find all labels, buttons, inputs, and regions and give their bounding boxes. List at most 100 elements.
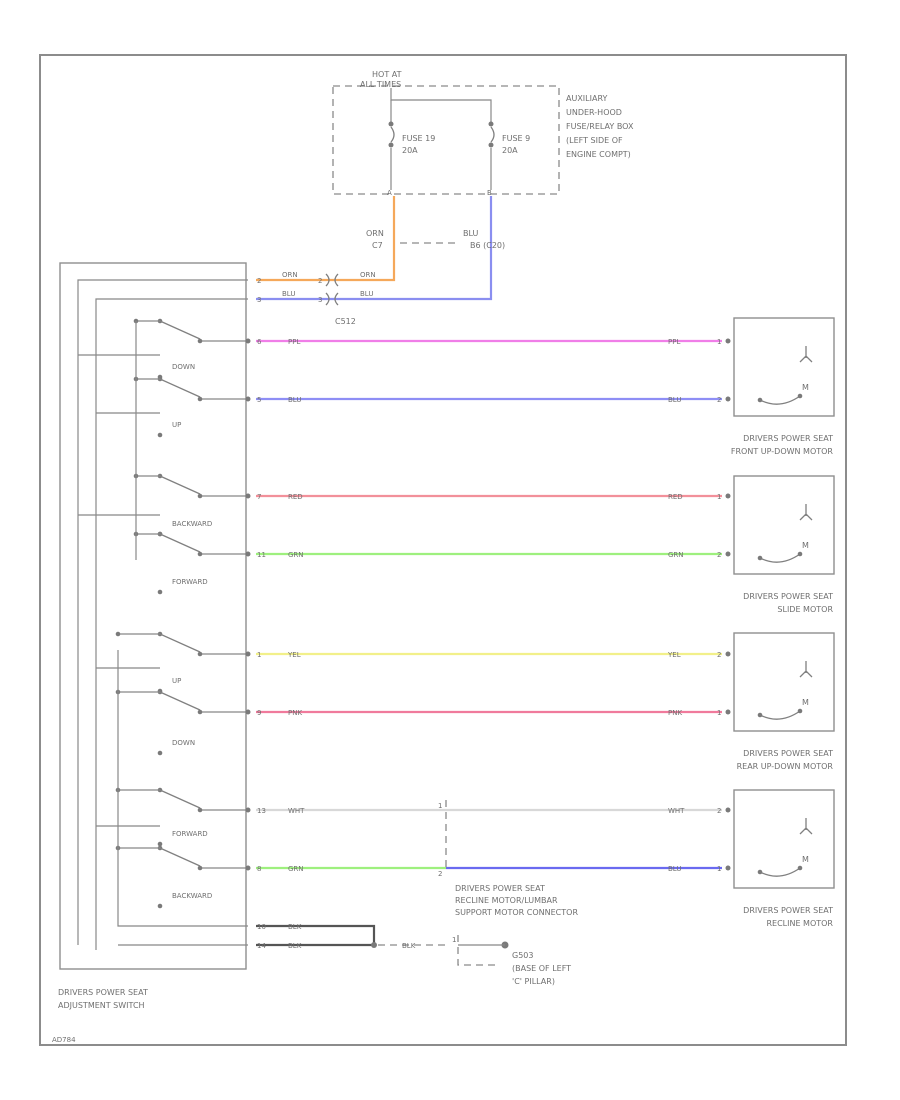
switch-terminal <box>245 396 251 402</box>
fuse-b-rating: 20A <box>502 146 518 155</box>
switch-pin-3-color: BLU <box>282 290 295 298</box>
motor-pin-label: 1 <box>717 865 721 873</box>
switch-contact <box>197 807 203 813</box>
motor-box <box>733 317 835 417</box>
switch-blade <box>159 633 201 653</box>
wire-pin-label: 11 <box>257 551 266 559</box>
motor-terminal <box>725 338 731 344</box>
ground-color-b: BLK <box>288 942 302 950</box>
switch-blade <box>159 475 201 495</box>
wire-color-label: RED <box>288 493 303 501</box>
motor-pin-label: 2 <box>717 396 721 404</box>
motor-icon: M <box>802 698 809 707</box>
motor-node <box>757 712 763 718</box>
switch-terminal <box>245 865 251 871</box>
switch-blade <box>159 320 201 340</box>
motor-box <box>733 632 835 732</box>
fuse-box-desc-2: UNDER-HOOD <box>566 108 622 117</box>
fuse-box-desc-1: AUXILIARY <box>566 94 608 103</box>
motor-pin-label: 1 <box>717 709 721 717</box>
wire-color-label-right: BLU <box>668 396 681 404</box>
switch-blade <box>159 533 201 553</box>
switch-terminal <box>245 493 251 499</box>
recline-pin-b: 2 <box>438 870 442 878</box>
switch-rest <box>157 903 163 909</box>
motor-terminal <box>725 551 731 557</box>
motor-node <box>757 869 763 875</box>
footer-code: AD784 <box>52 1036 76 1044</box>
wire-pin-label: 5 <box>257 396 261 404</box>
wire-color-label-right: PPL <box>668 338 680 346</box>
wire-color-label-right: WHT <box>668 807 685 815</box>
switch-contacts: DOWNUPBACKWARDFORWARDUPDOWNFORWARDBACKWA… <box>78 318 248 909</box>
motor-symbol <box>799 504 813 521</box>
motor-terminal <box>725 807 731 813</box>
bus-junction <box>115 631 121 637</box>
motor-winding <box>759 867 801 877</box>
switch-contact <box>197 651 203 657</box>
motor-symbol <box>799 346 813 363</box>
ground-g-pin: 1 <box>452 936 456 944</box>
switch-position-label: BACKWARD <box>172 892 212 900</box>
wire-color-label-right: YEL <box>667 651 681 659</box>
wire-color-label: GRN <box>288 865 304 873</box>
wire-color-label-right: BLU <box>668 865 681 873</box>
switch-position-label: BACKWARD <box>172 520 212 528</box>
hot-label-1: HOT AT <box>372 70 402 79</box>
connector-label: C512 <box>335 317 356 326</box>
motor-name-2: RECLINE MOTOR <box>766 919 833 928</box>
motor-terminal <box>725 709 731 715</box>
fuse-box-desc-4: (LEFT SIDE OF <box>566 136 623 145</box>
wire-color-label: PNK <box>288 709 302 717</box>
wire-color-label-right: GRN <box>668 551 684 559</box>
motor-winding <box>759 710 801 720</box>
motor-pin-label: 2 <box>717 807 721 815</box>
switch-pin-3-right-color: BLU <box>360 290 373 298</box>
wire-pin-label: 7 <box>257 493 261 501</box>
switch-position-label: DOWN <box>172 739 195 747</box>
motor-winding <box>759 553 801 563</box>
ground-desc-1: (BASE OF LEFT <box>512 964 571 973</box>
ground-circuit: 10 BLK 14 BLK BLK 1 G503 (BASE OF LEFT '… <box>117 650 571 986</box>
motor-pin-label: 2 <box>717 651 721 659</box>
motor-node <box>797 708 803 714</box>
fuse-relay-box: HOT AT ALL TIMES FUSE 19 20A FUSE 9 20A … <box>332 70 634 197</box>
wire-color-label-right: PNK <box>668 709 682 717</box>
switch-rest <box>157 750 163 756</box>
switch-rest <box>157 589 163 595</box>
hot-label-2: ALL TIMES <box>360 80 401 89</box>
wire-pin-label: 13 <box>257 807 266 815</box>
svg-text:A: A <box>387 189 392 197</box>
ground-pin-a: 10 <box>257 923 266 931</box>
switch-rest <box>157 841 163 847</box>
motor-node <box>797 551 803 557</box>
wire-color-label: YEL <box>287 651 301 659</box>
fuse-b-label: FUSE 9 <box>502 134 530 143</box>
motor-pin-label: 1 <box>717 493 721 501</box>
feed-blu-pin: B6 (C20) <box>470 241 505 250</box>
motor-icon: M <box>802 855 809 864</box>
switch-terminal <box>245 807 251 813</box>
motor-icon: M <box>802 383 809 392</box>
switch-name-1: DRIVERS POWER SEAT <box>58 988 148 997</box>
recline-pin-a: 1 <box>438 802 442 810</box>
motor-box <box>733 475 835 575</box>
recline-connector: 1 2 DRIVERS POWER SEAT RECLINE MOTOR/LUM… <box>438 800 578 917</box>
motor-node <box>797 865 803 871</box>
switch-contact <box>197 493 203 499</box>
wire-color-label-right: RED <box>668 493 683 501</box>
recline-connector-1: DRIVERS POWER SEAT <box>455 884 545 893</box>
switch-position-label: FORWARD <box>172 578 208 586</box>
switch-blade <box>159 691 201 711</box>
switch-blade <box>159 847 201 867</box>
motor-pin-label: 1 <box>717 338 721 346</box>
wire-color-label: GRN <box>288 551 304 559</box>
switch-pin-3: 3 <box>257 296 261 304</box>
motor-terminal <box>725 493 731 499</box>
fuse-a-label: FUSE 19 <box>402 134 435 143</box>
switch-pin-2-right-color: ORN <box>360 271 376 279</box>
switch-blade <box>159 378 201 398</box>
wire-color-label: WHT <box>288 807 305 815</box>
switch-terminal <box>245 551 251 557</box>
motor-box <box>733 789 835 889</box>
